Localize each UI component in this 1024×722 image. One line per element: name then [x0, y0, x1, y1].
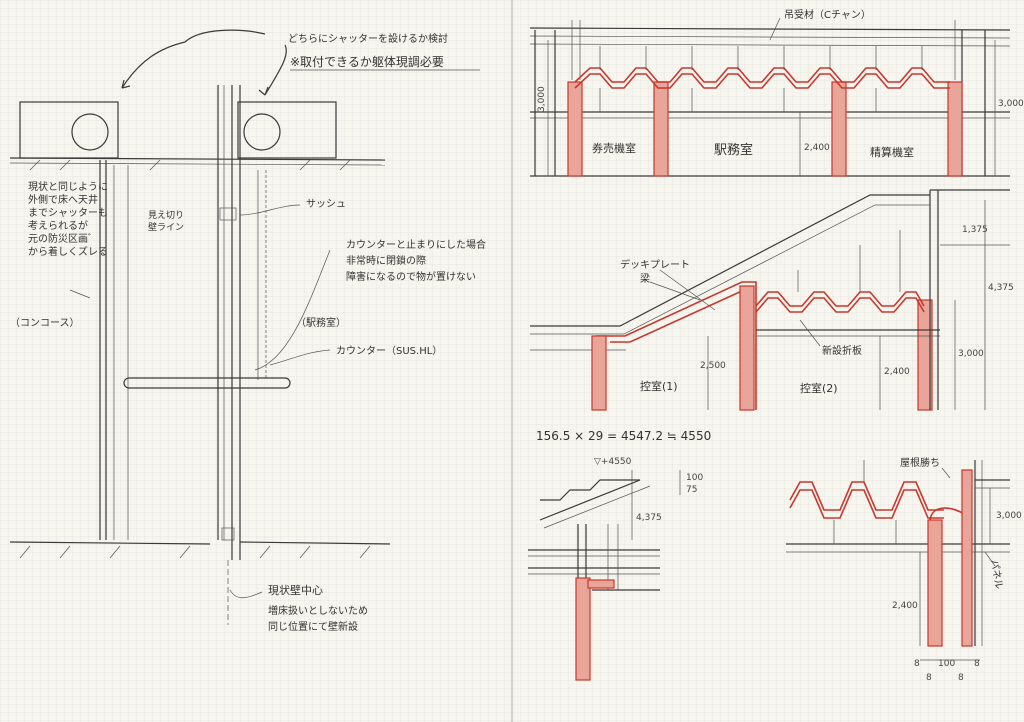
note-install-check: ※取付できるか躯体現調必要	[290, 54, 444, 69]
label-deck-plate: デッキプレート	[620, 258, 690, 271]
label-new-folded-plate: 新設折板	[822, 344, 862, 357]
label-wall-line-2: 壁ライン	[148, 221, 184, 233]
dim-top-right: 3,000	[998, 99, 1024, 109]
room-waiting-2: 控室(2)	[800, 381, 838, 395]
dim-detail-75: 75	[686, 485, 697, 495]
room-station-office: 駅務室	[714, 142, 753, 158]
label-roof-wins: 屋根勝ち	[900, 456, 940, 469]
room-fare-adjust: 精算機室	[870, 145, 914, 159]
note-left-3: までシャッターも	[28, 207, 108, 219]
dim-mid-1375: 1,375	[962, 225, 988, 235]
note-bottom-1: 現状壁中心	[268, 583, 323, 597]
dim-detail-4375: 4,375	[636, 513, 662, 523]
label-wall-line-1: 見え切り	[148, 210, 184, 221]
dim-detail-8c: 8	[926, 673, 932, 683]
note-counter-1: カウンターと止まりにした場合	[346, 238, 486, 251]
section-stair	[530, 189, 1010, 411]
dim-detail-8d: 8	[958, 673, 964, 683]
room-waiting-1: 控室(1)	[640, 379, 678, 393]
detail-roof-edge	[786, 460, 1010, 661]
label-counter: カウンター（SUS.HL）	[336, 345, 442, 357]
note-bottom-3: 同じ位置にて壁新設	[268, 620, 358, 633]
note-counter-2: 非常時に閉鎖の際	[346, 254, 426, 267]
dim-detail-100r: 100	[938, 659, 955, 669]
note-bottom-2: 増床扱いとしないため	[268, 604, 368, 617]
dim-detail-8a: 8	[914, 659, 920, 669]
height-formula: 156.5 × 29 = 4547.2 ≒ 4550	[536, 429, 711, 443]
label-beam: 梁	[640, 272, 650, 285]
dim-top-left: 3,000	[537, 86, 547, 112]
detail-stair-landing	[528, 470, 681, 681]
note-counter-3: 障害になるので物が置けない	[346, 270, 476, 283]
dim-mid-2500: 2,500	[700, 361, 726, 371]
note-left-2: 外側で床へ天井	[28, 193, 98, 206]
note-shutter-study: どちらにシャッターを設けるか検討	[288, 32, 448, 45]
note-left-5: 元の防災区画ﾞ	[28, 232, 93, 245]
level-4550: ▽+4550	[594, 457, 632, 467]
room-ticket-machine: 券売機室	[592, 141, 636, 155]
label-concourse: （コンコース）	[10, 317, 80, 329]
dim-detail-3000: 3,000	[996, 511, 1022, 521]
dim-detail-8b: 8	[974, 659, 980, 669]
label-panel: パネル	[988, 559, 1005, 591]
label-sash: サッシュ	[306, 198, 346, 210]
note-left-4: 考えられるが	[28, 219, 88, 232]
dim-top-mid: 2,400	[804, 143, 830, 153]
dim-mid-3000: 3,000	[958, 349, 984, 359]
dim-detail-100: 100	[686, 473, 703, 483]
dim-detail-2400: 2,400	[892, 601, 918, 611]
label-station-office: （駅務室）	[296, 316, 346, 329]
label-hanger: 吊受材（Cチャン）	[784, 8, 871, 21]
note-left-1: 現状と同じように	[28, 180, 108, 193]
dim-mid-2400: 2,400	[884, 367, 910, 377]
dim-mid-4375: 4,375	[988, 283, 1014, 293]
note-left-6: から着しくズレる	[28, 245, 108, 258]
left-plan-sketch	[9, 29, 391, 625]
section-top	[529, 17, 1011, 177]
